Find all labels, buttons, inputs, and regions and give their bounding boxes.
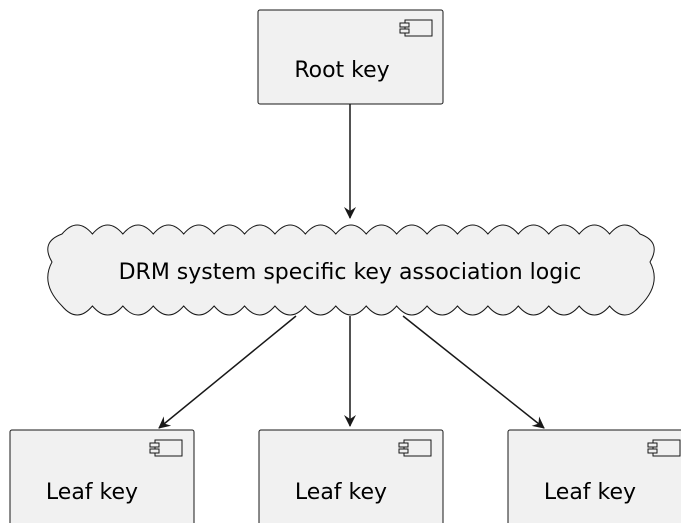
component-icon <box>149 439 183 457</box>
leaf-key-node-2: Leaf key <box>258 429 444 523</box>
root-key-node: Root key <box>257 9 444 105</box>
edges <box>158 104 545 429</box>
leaf-key-label-2: Leaf key <box>295 480 387 505</box>
edge-logic-to-leaf-1 <box>158 315 297 429</box>
root-key-label: Root key <box>294 58 389 83</box>
root-key-box <box>257 9 444 105</box>
leaf-key-label-1: Leaf key <box>46 480 138 505</box>
leaf-key-node-3: Leaf key <box>507 429 681 523</box>
leaf-key-node-1: Leaf key <box>9 429 195 523</box>
component-icon <box>398 439 432 457</box>
drm-logic-cloud-node: DRM system specific key association logi… <box>47 224 655 316</box>
edge-logic-to-leaf-3 <box>402 315 545 429</box>
leaf-key-box-3 <box>507 429 681 523</box>
leaf-key-box-1 <box>9 429 195 523</box>
leaf-key-box-2 <box>258 429 444 523</box>
component-icon <box>647 439 681 457</box>
leaf-key-label-3: Leaf key <box>544 480 636 505</box>
drm-logic-label: DRM system specific key association logi… <box>119 260 582 285</box>
component-icon <box>399 19 433 37</box>
cloud-shape <box>47 224 655 316</box>
